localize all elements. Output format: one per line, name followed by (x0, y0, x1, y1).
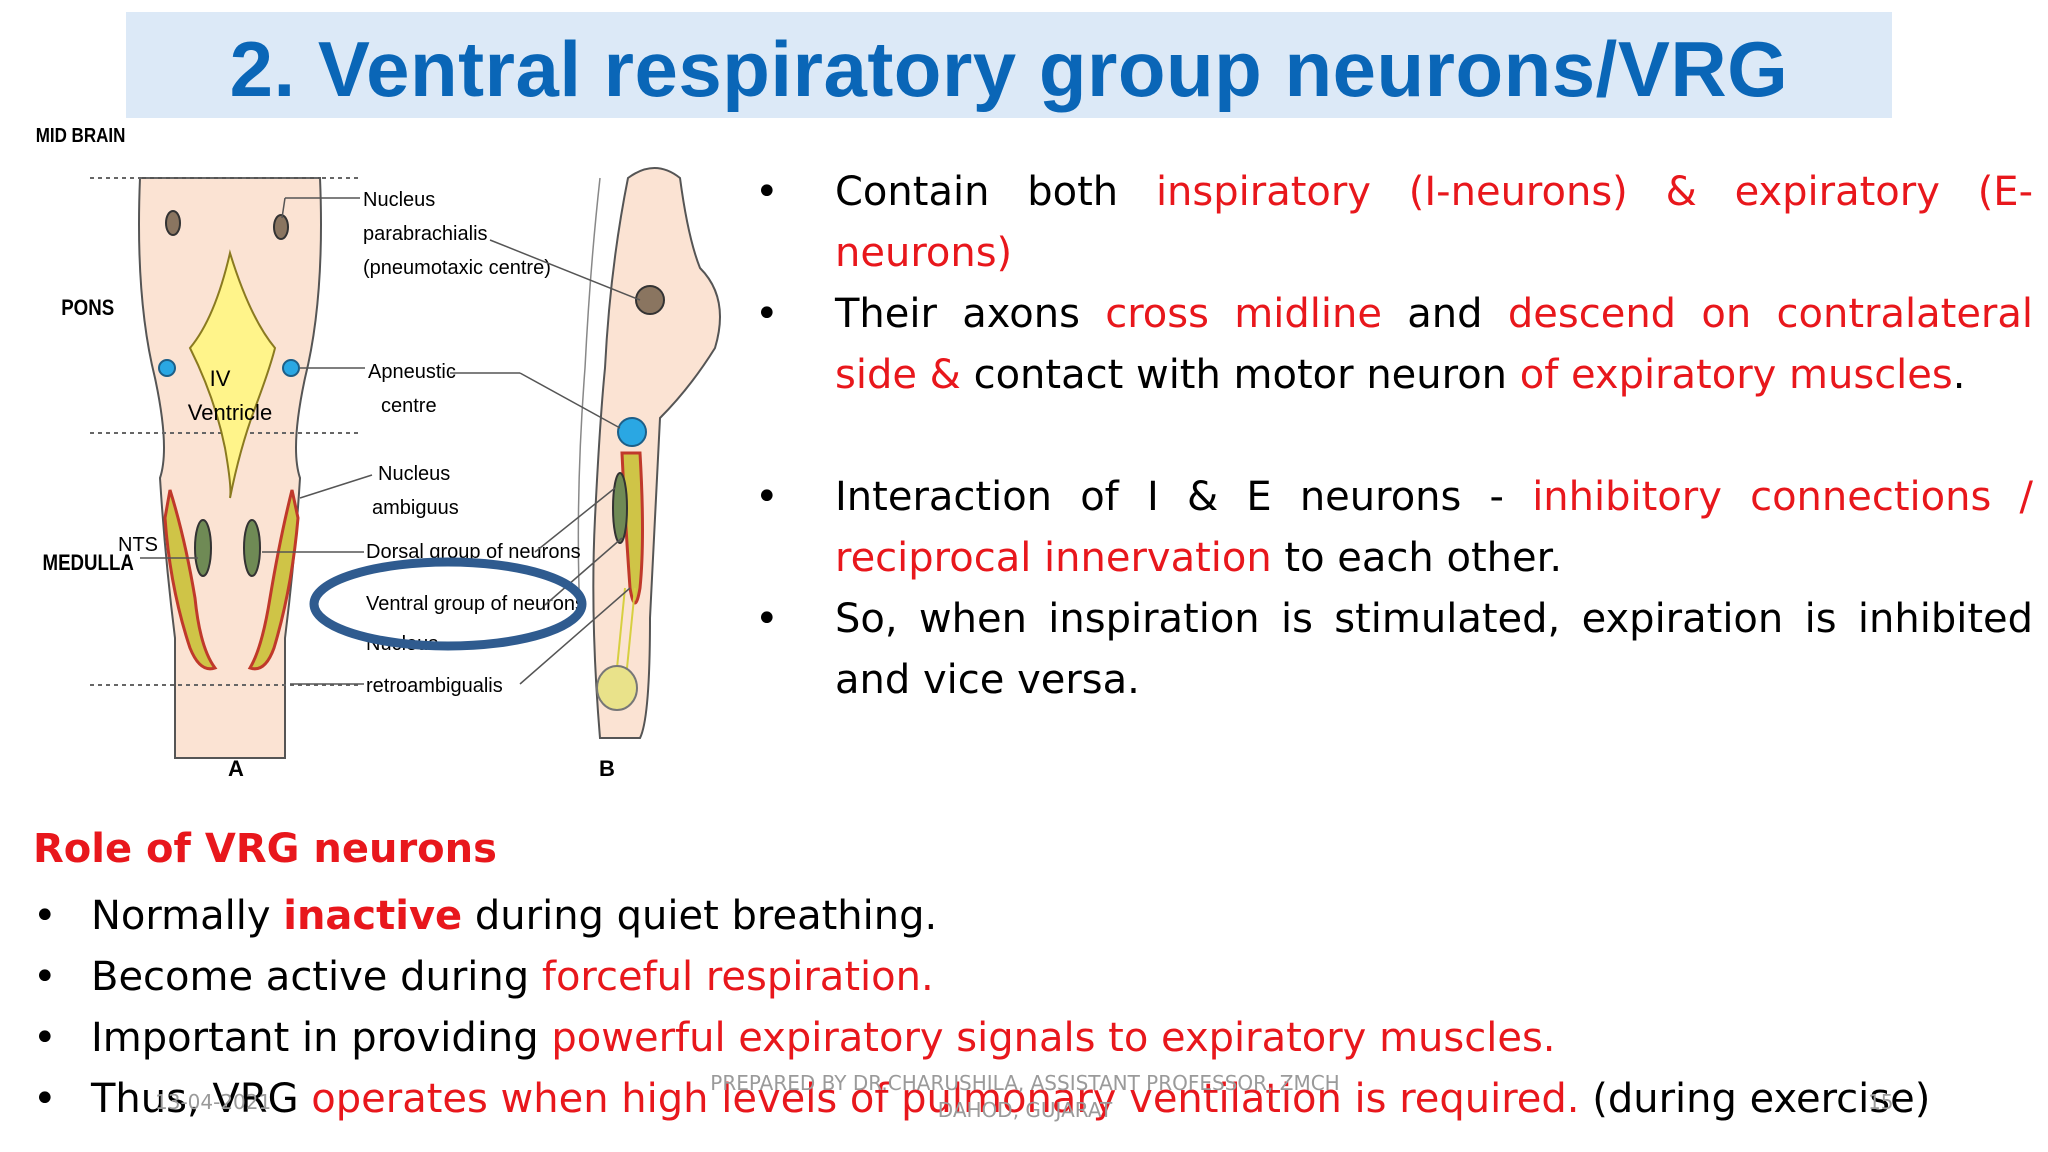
vrg-bullet-list: Contain both inspiratory (I-neurons) & e… (755, 162, 2033, 711)
bullet-text: to each other. (1271, 535, 1563, 581)
bullet-text: and (1381, 291, 1508, 337)
footer-page-number: 15 (1868, 1090, 1894, 1114)
bullet-text: So, when inspiration is stimulated, expi… (835, 596, 2033, 703)
label-parabrachialis-3: (pneumotaxic centre) (363, 257, 551, 279)
role-highlight: inactive (283, 893, 463, 939)
slide-title: 2. Ventral respiratory group neurons/VRG (229, 25, 1789, 113)
b-pneumotaxic-nucleus (635, 285, 665, 315)
pointer-ambiguus-a (299, 474, 373, 499)
bullet-contain: Contain both inspiratory (I-neurons) & e… (755, 162, 2033, 284)
role-text: Normally (91, 893, 284, 939)
bullet-axons: Their axons cross midline and descend on… (755, 284, 2033, 406)
footer-date: 13-04-2021 (155, 1090, 272, 1114)
pointer-apneustic-b2 (519, 372, 621, 429)
role-item-ventilation: Thus, VRG operates when high levels of p… (33, 1069, 2033, 1130)
label-retro-2: retroambigualis (366, 675, 503, 697)
panel-a-label: A (228, 756, 244, 781)
role-item-active: Become active during forceful respiratio… (33, 947, 2033, 1008)
pointer-parabrachialis-a2 (281, 197, 286, 219)
region-medulla-label: MEDULLA (43, 552, 135, 576)
brainstem-b-side-line (577, 177, 601, 619)
role-text: Become active during (91, 954, 542, 1000)
role-highlight: powerful expiratory signals to expirator… (551, 1015, 1556, 1061)
bullet-text: contact with motor neuron (973, 352, 1520, 398)
bullet-text: Their axons (835, 291, 1106, 337)
pointer-parabrachialis-b (489, 239, 641, 301)
bullet-highlight: inhibitory connections / reciprocal inne… (835, 474, 2033, 581)
b-spinal-cord-section (596, 665, 638, 711)
bullet-spacer (755, 406, 2033, 467)
bullet-text: Contain both (835, 169, 1156, 215)
region-midbrain-label: MID BRAIN (36, 124, 126, 147)
label-parabrachialis-1: Nucleus (363, 189, 435, 211)
nts-label: NTS (118, 534, 158, 556)
fourth-ventricle (188, 249, 277, 499)
b-dorsal-group (612, 472, 628, 544)
b-apneustic-centre (617, 417, 647, 447)
panel-b-label: B (599, 756, 615, 781)
bullet-inhibition: So, when inspiration is stimulated, expi… (755, 589, 2033, 711)
role-item-inactive: Normally inactive during quiet breathing… (33, 886, 2033, 947)
ventricle-label-2: Ventricle (188, 400, 272, 425)
role-text: during quiet breathing. (462, 893, 938, 939)
role-item-signals: Important in providing powerful expirato… (33, 1008, 2033, 1069)
role-highlight: operates when high levels of pulmonary v… (311, 1076, 1580, 1122)
label-ventral-group: Ventral group of neurons (366, 593, 585, 615)
role-text: Important in providing (91, 1015, 552, 1061)
apneustic-centre-left (158, 359, 176, 377)
footer-credit-line-2: DAHOD, GUJARAT (937, 1098, 1113, 1122)
footer-credit-line-1: PREPARED BY DR.CHARUSHILA, ASSISTANT PRO… (710, 1071, 1340, 1095)
pointer-dorsal-b (534, 487, 616, 553)
role-list: Normally inactive during quiet breathing… (33, 886, 2033, 1130)
pointer-ventral-b (544, 537, 623, 606)
parabrachial-nucleus-left (165, 210, 181, 236)
pointer-retro-b (519, 587, 631, 685)
apneustic-centre-right (282, 359, 300, 377)
role-highlight: forceful respiration. (541, 954, 934, 1000)
ventral-group-right (247, 489, 300, 671)
bullet-text: . (1952, 352, 1966, 398)
title-bar: 2. Ventral respiratory group neurons/VRG (126, 12, 1892, 118)
footer-credit: PREPARED BY DR.CHARUSHILA, ASSISTANT PRO… (700, 1070, 1350, 1124)
role-text: Thus, VRG (91, 1076, 312, 1122)
dorsal-group-right (243, 519, 261, 577)
role-text: (during exercise) (1579, 1076, 1931, 1122)
label-dorsal-group: Dorsal group of neurons (366, 541, 581, 563)
brainstem-diagram: MID BRAIN PONS MEDULLA IV Ventricle NTS … (36, 124, 721, 781)
bullet-highlight: descend on contralateral side & (835, 291, 2033, 398)
parabrachial-nucleus-right (273, 214, 289, 240)
dorsal-group-left (194, 519, 212, 577)
bullet-highlight: of expiratory muscles (1519, 352, 1953, 398)
role-heading: Role of VRG neurons (33, 826, 497, 872)
bullet-highlight: cross midline (1105, 291, 1382, 337)
bullet-interaction: Interaction of I & E neurons - inhibitor… (755, 467, 2033, 589)
label-apneustic-1: Apneustic (368, 361, 456, 383)
label-parabrachialis-2: parabrachialis (363, 223, 488, 245)
bullet-highlight: inspiratory (I-neurons) & expiratory (E-… (835, 169, 2034, 276)
label-ambiguus-1: Nucleus (378, 463, 450, 485)
brainstem-b-outline (592, 167, 721, 739)
bullet-text: Interaction of I & E neurons - (835, 474, 1533, 520)
ventricle-label-1: IV (210, 366, 231, 391)
ventral-group-highlight (309, 557, 587, 651)
region-pons-label: PONS (61, 297, 114, 321)
label-ambiguus-2: ambiguus (372, 497, 459, 519)
label-apneustic-2: centre (381, 395, 437, 417)
